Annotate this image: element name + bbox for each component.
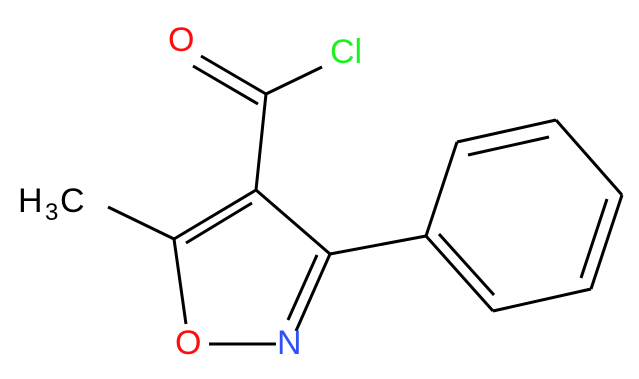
acyl-chloride-group [192, 54, 323, 191]
bond-ph-1 [424, 141, 459, 237]
bond-ph-3 [554, 119, 624, 196]
phenyl-ring [329, 118, 624, 313]
methyl-subscript-label: 3 [45, 199, 58, 226]
methyl-c-label: C [60, 182, 85, 220]
bond-ph-inner-1 [467, 135, 550, 157]
bond-c3-n-inner [286, 254, 319, 321]
bond-ph-4 [589, 194, 624, 290]
carbonyl-oxygen-label: O [168, 21, 194, 59]
bond-ph-inner-2 [579, 198, 609, 279]
isoxazole-ring [107, 188, 332, 346]
bond-c3-n [294, 253, 332, 332]
bond-c4-carbonyl [254, 93, 268, 191]
bond-c-cl [265, 65, 323, 96]
methyl-h-label: H [18, 182, 43, 220]
ring-nitrogen-label: N [277, 324, 302, 362]
bond-c4-c3 [255, 188, 331, 256]
chlorine-label: Cl [330, 33, 362, 71]
bond-ph-inner-3 [437, 232, 496, 297]
bond-carbonyl-o-1 [200, 54, 267, 96]
bond-carbonyl-o-2 [192, 64, 259, 106]
bond-ph-2 [456, 118, 557, 144]
bond-c5-c4-inner [185, 201, 253, 245]
bond-ph-5 [492, 287, 592, 313]
bond-ph-6 [424, 235, 495, 312]
bond-c3-phenyl [329, 234, 427, 256]
ring-oxygen-label: O [175, 324, 201, 362]
bond-c5-methyl [107, 205, 175, 241]
bond-o-c5 [172, 238, 188, 325]
bond-c5-c4 [173, 188, 257, 241]
